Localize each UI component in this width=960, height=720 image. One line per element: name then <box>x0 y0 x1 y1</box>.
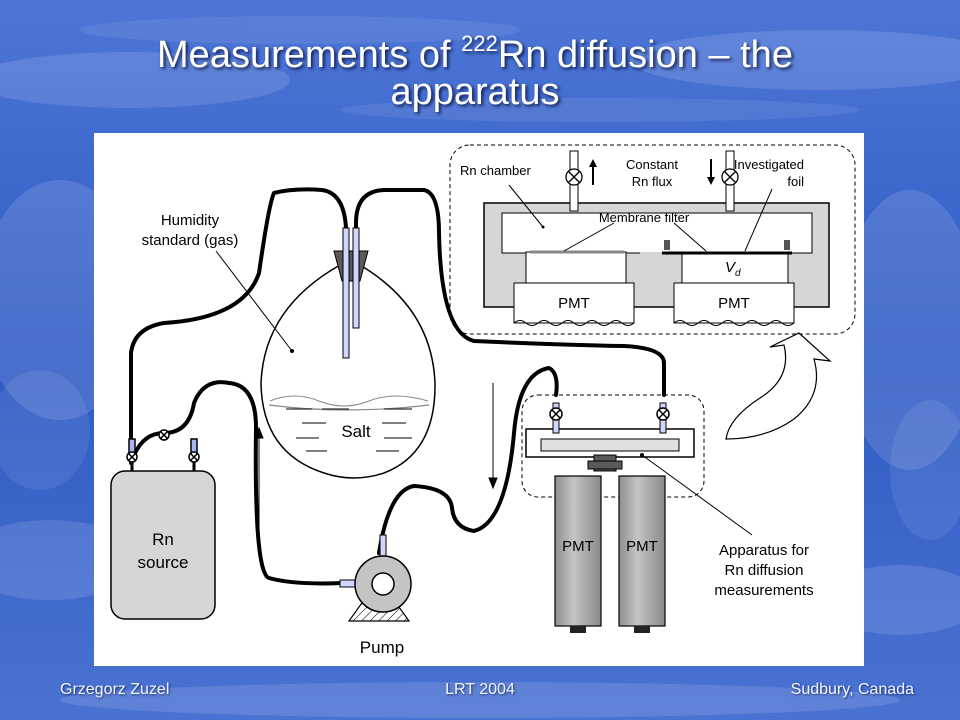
apparatus <box>525 402 695 633</box>
title-line1-suffix: Rn diffusion – the <box>497 34 793 76</box>
inset-vd-label: Vd <box>725 259 741 279</box>
zoom-arrow <box>725 332 832 440</box>
valve <box>126 438 138 478</box>
inset-detail <box>483 150 830 326</box>
apparatus-label: Rn diffusion <box>725 562 804 579</box>
flow-arrow <box>488 383 498 490</box>
inset-investigated-label: foil <box>787 174 804 189</box>
title-prefix: Measurements of <box>157 34 462 76</box>
leader-line <box>641 454 753 536</box>
salt-label: Salt <box>341 422 371 441</box>
pmt-left-label: PMT <box>562 538 594 555</box>
tube-humidity-to-apparatus <box>354 188 666 397</box>
slide-title-line2: apparatus <box>390 71 560 113</box>
inset-membrane-label: Membrane filter <box>599 210 690 225</box>
flow-arrow <box>254 426 264 533</box>
footer-event: LRT 2004 <box>445 681 515 698</box>
rn-source-label: Rn <box>152 530 174 549</box>
apparatus-dashed-box <box>521 394 705 498</box>
humidity-label: Humidity <box>161 212 220 229</box>
footer-author: Grzegorz Zuzel <box>60 681 170 698</box>
humidity-label: standard (gas) <box>142 232 239 249</box>
inset-pmt-left-label: PMT <box>558 295 590 312</box>
apparatus-label: Apparatus for <box>719 542 809 559</box>
valve <box>158 429 170 441</box>
inset-pmt-right-label: PMT <box>718 295 750 312</box>
inset-constant-flux-label: Rn flux <box>632 174 673 189</box>
pump-label: Pump <box>360 638 404 657</box>
vd-sub: d <box>735 268 741 279</box>
diagram-panel: Rn source Salt Humidity standard (gas) <box>94 133 864 666</box>
pmt-right <box>618 475 666 627</box>
inset-investigated-label: Investigated <box>734 157 804 172</box>
title-superscript: 222 <box>461 31 498 56</box>
leader-line <box>215 250 293 352</box>
vd-main: V <box>725 259 737 276</box>
valve <box>188 438 200 478</box>
humidity-flask <box>260 227 436 479</box>
pump <box>339 534 412 622</box>
tube-pump-to-apparatus <box>377 366 559 555</box>
pmt-right-label: PMT <box>626 538 658 555</box>
rn-source-label: source <box>137 553 188 572</box>
slide-title: Measurements of 222Rn diffusion – the <box>40 22 910 77</box>
inset-dashed-box <box>449 144 856 335</box>
inset-rn-chamber-label: Rn chamber <box>460 163 531 178</box>
pmt-left <box>554 475 602 627</box>
apparatus-diagram: Rn source Salt Humidity standard (gas) <box>110 144 856 657</box>
tube-source-to-humidity <box>129 187 348 465</box>
footer-location: Sudbury, Canada <box>790 681 914 698</box>
inset-constant-flux-label: Constant <box>626 157 678 172</box>
rn-source-container <box>110 470 216 620</box>
apparatus-label: measurements <box>714 582 813 599</box>
